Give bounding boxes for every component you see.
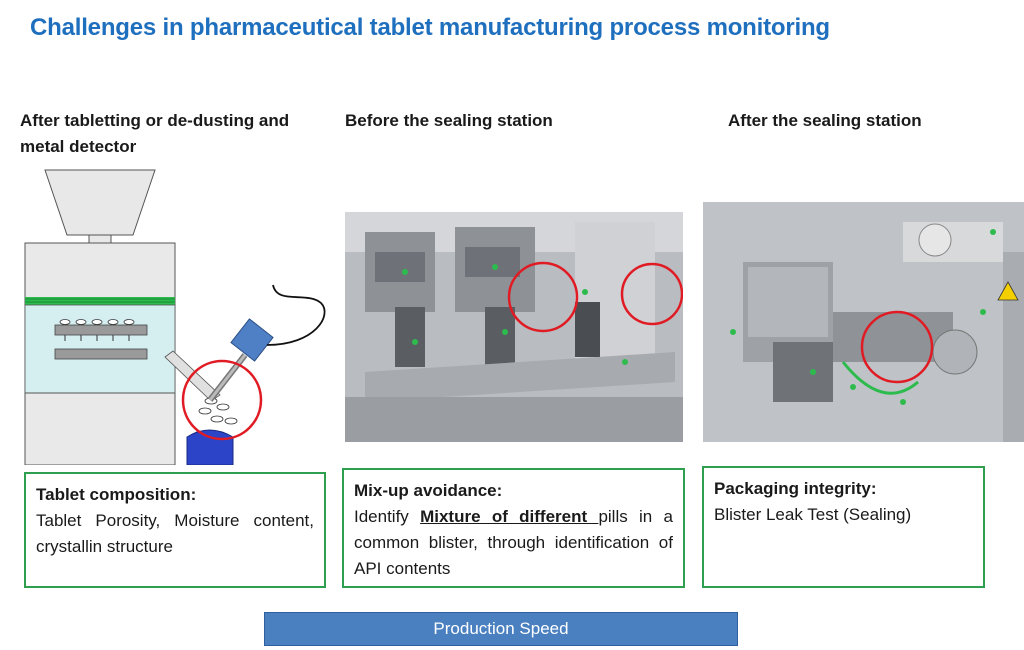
- column-heading-tabletting: After tabletting or de-dusting and metal…: [20, 111, 290, 156]
- column-heading-after-sealing: After the sealing station: [728, 111, 922, 130]
- tablet-composition-box: Tablet composition: Tablet Porosity, Moi…: [24, 472, 326, 588]
- packaging-integrity-text: Blister Leak Test (Sealing): [714, 505, 912, 524]
- leak-test-machine-photo: [703, 202, 1024, 442]
- page-title: Challenges in pharmaceutical tablet manu…: [30, 14, 830, 41]
- mixup-avoidance-text: Identify Mixture of different pills in a…: [354, 504, 673, 582]
- mixup-avoidance-box: Mix-up avoidance: Identify Mixture of di…: [342, 468, 685, 588]
- mixup-text-underlined: Mixture of different: [420, 507, 599, 526]
- column-heading-before-sealing: Before the sealing station: [345, 111, 553, 130]
- mixup-text-part-2: pills in a common blister, through ident…: [354, 507, 673, 578]
- mixup-text-part-1: Identify: [354, 507, 421, 526]
- production-speed-bar: Production Speed: [264, 612, 738, 646]
- packaging-integrity-title: Packaging integrity:: [714, 479, 877, 498]
- tablet-composition-title: Tablet composition:: [36, 485, 197, 504]
- tablet-press-diagram: [24, 169, 326, 465]
- packaging-integrity-box: Packaging integrity: Blister Leak Test (…: [702, 466, 985, 588]
- tablet-composition-text: Tablet Porosity, Moisture content, cryst…: [36, 511, 314, 556]
- sealing-machine-photo: [345, 212, 683, 442]
- mixup-avoidance-title: Mix-up avoidance:: [354, 481, 503, 500]
